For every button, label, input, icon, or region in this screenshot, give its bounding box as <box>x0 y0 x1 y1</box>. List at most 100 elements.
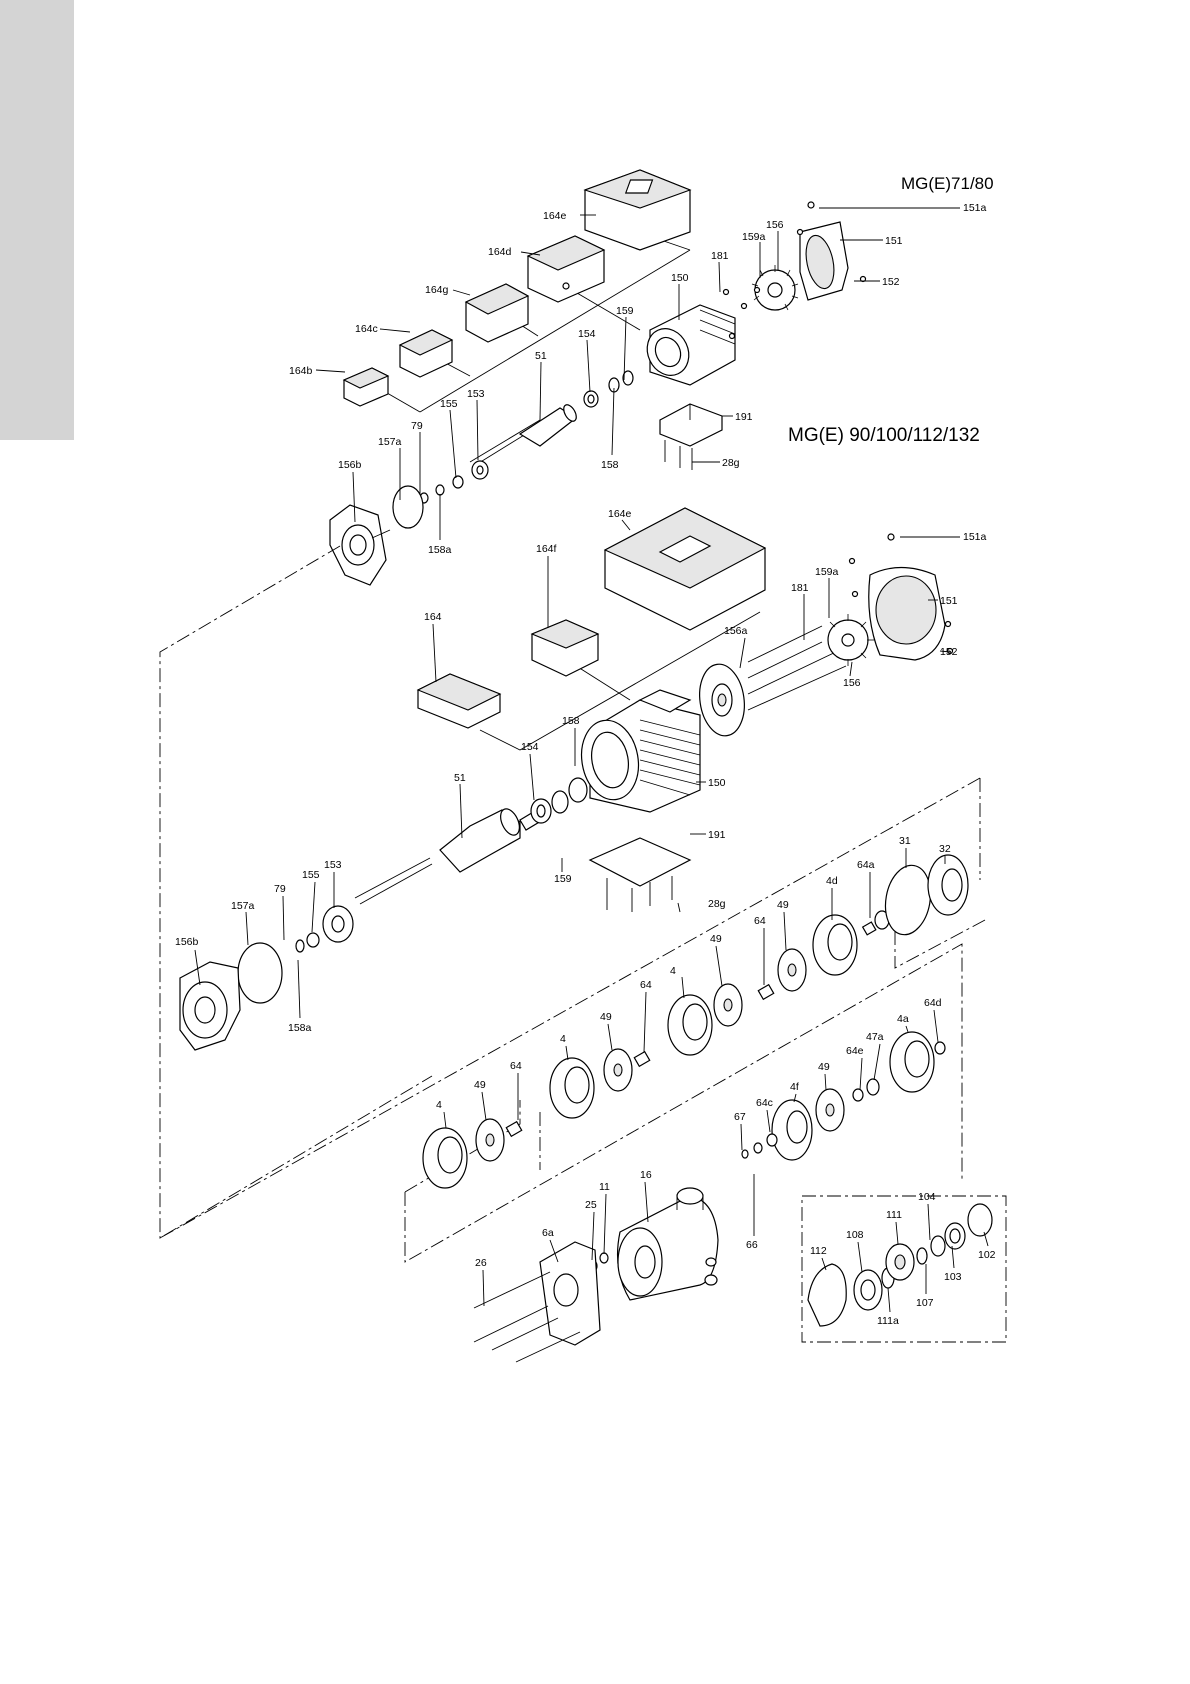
label-164g: 164g <box>425 284 449 296</box>
label-111a: 111a <box>877 1315 899 1327</box>
label-111: 111 <box>886 1209 902 1221</box>
label-159: 159 <box>616 305 634 317</box>
label-51-large: 51 <box>454 772 466 784</box>
label-103: 103 <box>944 1271 962 1283</box>
label-164f: 164f <box>536 543 557 555</box>
label-64c: 64c <box>756 1097 773 1109</box>
terminal-box-164c <box>398 329 454 378</box>
label-49-c: 49 <box>710 933 722 945</box>
lower-drawing <box>159 507 1007 1363</box>
label-156b: 156b <box>338 459 362 471</box>
stator-housing-150-small <box>646 304 736 386</box>
label-49-b: 49 <box>600 1011 612 1023</box>
label-151a: 151a <box>963 202 987 214</box>
chamber-4d <box>812 914 858 976</box>
label-153: 153 <box>467 388 485 400</box>
terminal-box-164e-large <box>603 507 767 631</box>
impeller-49-e <box>815 1088 845 1132</box>
staybolts-26 <box>473 1271 581 1363</box>
section-tab-bar <box>0 0 74 440</box>
label-151-large: 151 <box>940 595 958 607</box>
impeller-49-d <box>777 948 807 992</box>
label-32: 32 <box>939 843 951 855</box>
base-plate-6a <box>539 1241 601 1346</box>
label-158a-large: 158a <box>288 1022 312 1034</box>
foot-191-large <box>588 837 692 912</box>
label-158: 158 <box>601 459 619 471</box>
label-164e-large: 164e <box>608 508 632 520</box>
label-64-a: 64 <box>510 1060 522 1072</box>
label-49-e: 49 <box>818 1061 830 1073</box>
label-4f: 4f <box>790 1081 799 1093</box>
rotor-shaft-51-small <box>469 404 578 467</box>
label-181: 181 <box>711 250 729 262</box>
label-157a: 157a <box>378 436 402 448</box>
label-4-a: 4 <box>436 1099 442 1111</box>
fan-cover-151-small <box>799 221 849 301</box>
label-191: 191 <box>735 411 753 423</box>
label-153-large: 153 <box>324 859 342 871</box>
foot-191-small <box>659 403 723 470</box>
label-28g: 28g <box>722 457 740 469</box>
label-16: 16 <box>640 1169 652 1181</box>
tie-rods-181 <box>747 625 847 711</box>
terminal-cover-164 <box>416 673 502 729</box>
label-156: 156 <box>766 219 784 231</box>
terminal-box-164g <box>464 283 530 343</box>
label-64d: 64d <box>924 997 942 1009</box>
base-16 <box>616 1187 719 1301</box>
label-107: 107 <box>916 1297 934 1309</box>
label-79: 79 <box>411 420 423 432</box>
label-154: 154 <box>578 328 596 340</box>
large-motor-title: MG(E) 90/100/112/132 <box>788 425 980 446</box>
label-158-large: 158 <box>562 715 580 727</box>
label-79-large: 79 <box>274 883 286 895</box>
label-26: 26 <box>475 1257 487 1269</box>
part-labels: 151a 164e 156 159a 151 164d 181 152 150 … <box>175 202 996 1327</box>
label-152: 152 <box>882 276 900 288</box>
label-164c: 164c <box>355 323 378 335</box>
fan-cover-151-large <box>868 566 946 661</box>
label-159a-large: 159a <box>815 566 839 578</box>
label-150: 150 <box>671 272 689 284</box>
label-191-large: 191 <box>708 829 726 841</box>
label-158a: 158a <box>428 544 452 556</box>
label-31: 31 <box>899 835 911 847</box>
label-49-a: 49 <box>474 1079 486 1091</box>
label-108: 108 <box>846 1229 864 1241</box>
label-151: 151 <box>885 235 903 247</box>
fan-156-small <box>751 265 799 311</box>
label-159a: 159a <box>742 231 766 243</box>
end-shield-156a <box>699 663 745 737</box>
label-157a-large: 157a <box>231 900 255 912</box>
terminal-box-164d <box>526 235 606 303</box>
label-51: 51 <box>535 350 547 362</box>
label-104: 104 <box>918 1191 936 1203</box>
label-4d: 4d <box>826 875 838 887</box>
label-156a: 156a <box>724 625 748 637</box>
label-4-c: 4 <box>670 965 676 977</box>
label-155-large: 155 <box>302 869 320 881</box>
label-28g-large: 28g <box>708 898 726 910</box>
label-155: 155 <box>440 398 458 410</box>
label-6a: 6a <box>542 1227 554 1239</box>
label-159-large: 159 <box>554 873 572 885</box>
upper-drawing <box>315 169 960 586</box>
terminal-box-164f <box>530 619 600 677</box>
label-64-c: 64 <box>754 915 766 927</box>
end-shield-156b-small <box>329 504 391 586</box>
stator-housing-150-large <box>580 689 701 813</box>
impeller-49-b <box>603 1048 633 1092</box>
chamber-4-b <box>549 1057 595 1119</box>
chamber-4-a <box>422 1127 468 1189</box>
shaft-seal-kit <box>807 1203 993 1327</box>
label-150-large: 150 <box>708 777 726 789</box>
impeller-49-c <box>713 983 743 1027</box>
label-11: 11 <box>599 1181 610 1193</box>
o-ring-31 <box>884 864 932 936</box>
fan-156-large <box>827 614 874 666</box>
small-motor-title: MG(E)71/80 <box>901 174 994 193</box>
end-shield-156b-large <box>179 961 241 1051</box>
neck-ring-32 <box>927 854 969 916</box>
